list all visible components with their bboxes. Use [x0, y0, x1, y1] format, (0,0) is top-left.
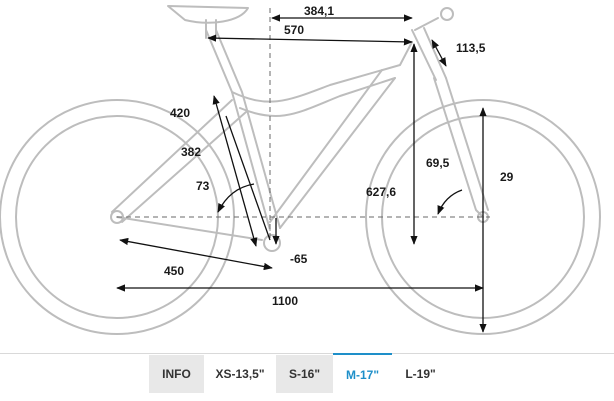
wheelbase-label: 1100 [272, 294, 298, 308]
seat-tube-line [212, 95, 258, 247]
seat-angle-arc [217, 183, 255, 213]
head-tube-label: 113,5 [456, 41, 486, 55]
wheel-size-label: 29 [500, 170, 514, 184]
tab-info[interactable]: INFO [149, 355, 204, 393]
tab-size-l[interactable]: L-19" [405, 367, 436, 381]
size-tab-bar: INFO XS-13,5" S-16" M-17" L-19" [0, 353, 614, 401]
chainstay-label: 450 [164, 264, 184, 278]
tab-size-s[interactable]: S-16" [276, 355, 333, 393]
seat-angle-label: 73 [196, 179, 210, 193]
tab-size-xs[interactable]: XS-13,5" [215, 367, 265, 381]
chainstay-line [119, 237, 273, 271]
seat-tube-alt-label: 382 [181, 145, 201, 159]
head-angle-arc [437, 189, 463, 215]
head-angle-label: 69,5 [426, 156, 450, 170]
tab-size-m[interactable]: M-17" [333, 353, 392, 395]
stack-label: 627,6 [366, 185, 396, 199]
bike-geometry-diagram: 384,1 570 113,5 420 382 73 627,6 69,5 29… [0, 4, 601, 335]
seat-tube-alt-line [225, 115, 271, 241]
top-tube-label: 570 [284, 23, 304, 37]
head-tube-line [431, 39, 447, 67]
seat-tube-label: 420 [170, 106, 190, 120]
bb-drop-label: -65 [290, 252, 308, 266]
reach-label: 384,1 [304, 4, 334, 18]
top-tube-line [207, 34, 413, 46]
